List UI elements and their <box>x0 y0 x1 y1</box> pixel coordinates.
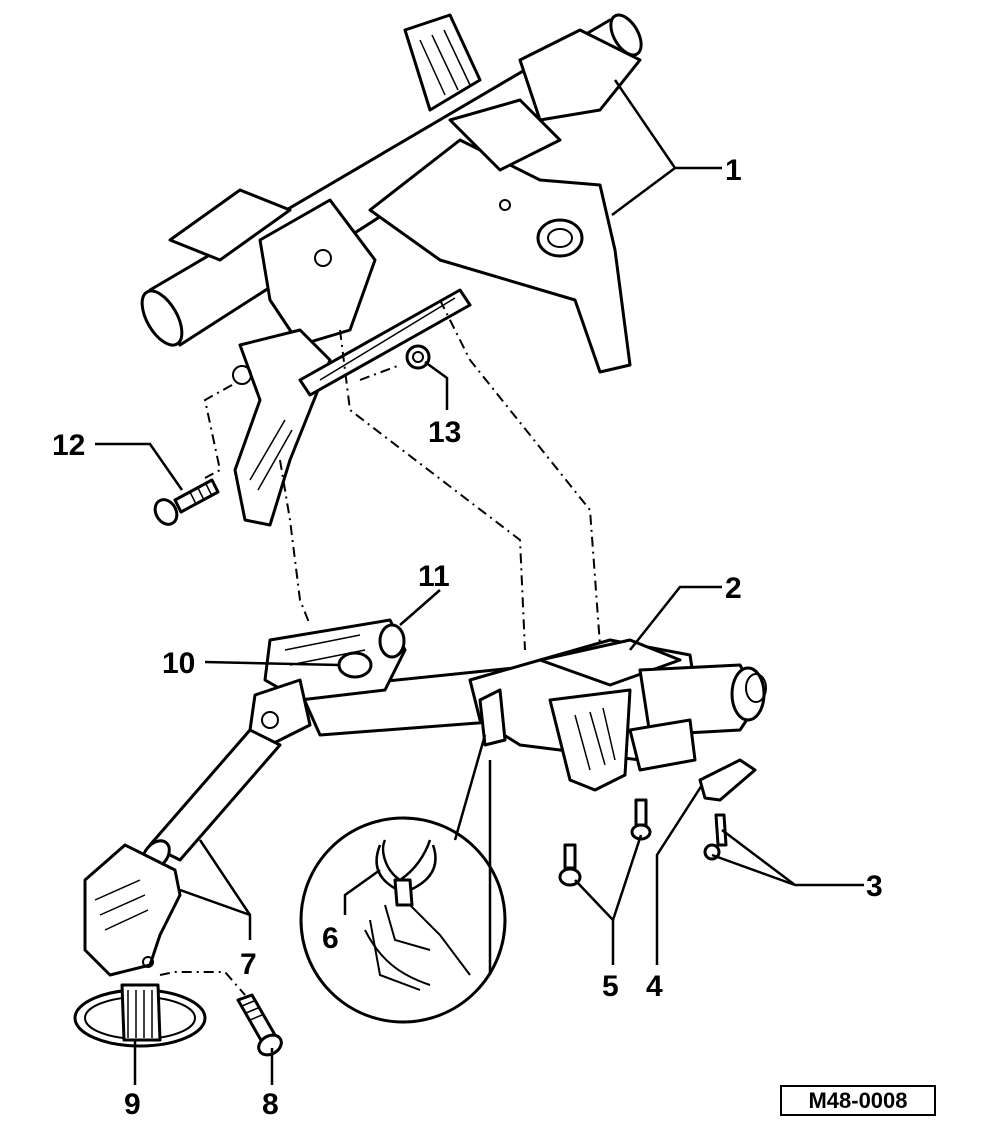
intermediate-shaft <box>141 728 282 871</box>
clip-detail <box>299 816 507 1024</box>
callout-11: 11 <box>418 560 450 593</box>
callout-13: 13 <box>428 416 461 449</box>
support-bracket <box>140 13 643 527</box>
reference-code-label: M48-0008 <box>780 1085 936 1116</box>
small-bracket <box>698 758 757 802</box>
nut <box>405 344 431 370</box>
callout-12: 12 <box>52 429 85 462</box>
callout-8: 8 <box>262 1088 279 1121</box>
callout-6: 6 <box>322 922 339 955</box>
callout-10: 10 <box>162 647 195 680</box>
callout-2: 2 <box>725 572 742 605</box>
leader-lines <box>95 79 864 1085</box>
callout-5: 5 <box>602 970 619 1003</box>
steering-column <box>298 638 767 792</box>
lower-joint <box>83 843 182 977</box>
bolts-3-5 <box>558 798 728 887</box>
callout-3: 3 <box>866 870 883 903</box>
callout-4: 4 <box>646 970 663 1003</box>
upper-joint <box>248 618 407 747</box>
callout-1: 1 <box>725 154 742 187</box>
assembly-lines <box>159 299 601 996</box>
callout-9: 9 <box>124 1088 141 1121</box>
callout-7: 7 <box>240 948 257 981</box>
seal-boot <box>73 983 207 1048</box>
bolt-12 <box>153 478 220 526</box>
clamp-bolt <box>236 993 283 1057</box>
